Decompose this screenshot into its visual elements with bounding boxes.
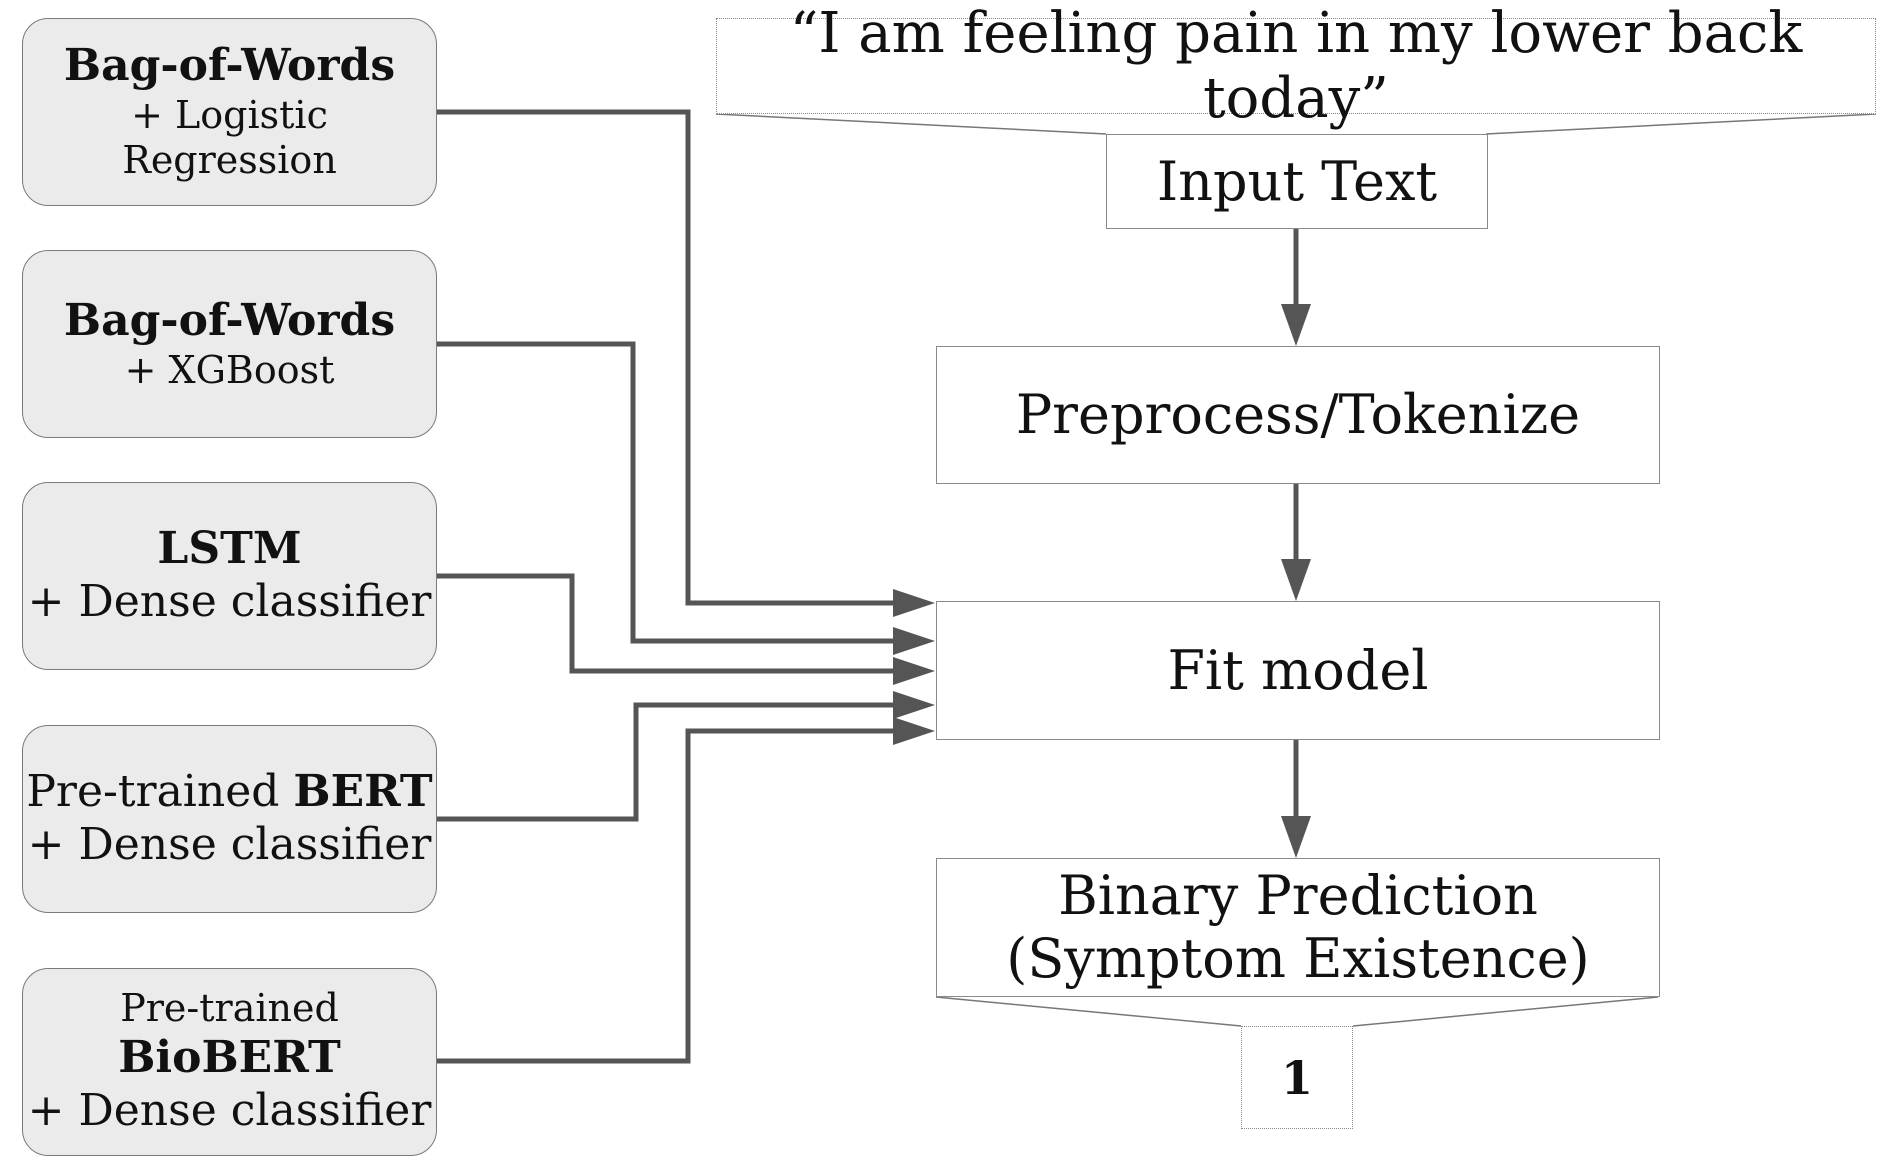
input-example-callout: “I am feeling pain in my lower back toda… <box>716 1 1876 131</box>
prediction-label-line2: (Symptom Existence) <box>1006 926 1590 990</box>
model-lstm-subtitle: + Dense classifier <box>27 576 432 627</box>
model-biobert-prefix: Pre-trained <box>120 986 339 1031</box>
model-lstm: LSTM + Dense classifier <box>22 482 437 670</box>
arrowhead-prediction <box>1281 816 1311 858</box>
model-biobert-subtitle: + Dense classifier <box>27 1084 432 1136</box>
model-bow-xgboost-title: Bag-of-Words <box>63 294 396 346</box>
callout-line-bottom-left <box>935 996 1242 1027</box>
preprocess-label: Preprocess/Tokenize <box>1015 383 1581 447</box>
input-example-text: “I am feeling pain in my lower back toda… <box>789 1 1803 131</box>
model-bow-xgboost-subtitle: + XGBoost <box>124 347 335 392</box>
arrowhead-preprocess <box>1281 304 1311 346</box>
model-biobert: Pre-trained BioBERT + Dense classifier <box>22 968 437 1156</box>
model-bert-title-prefix: Pre-trained <box>26 766 294 818</box>
prediction-box: Binary Prediction (Symptom Existence) <box>936 858 1660 997</box>
callout-line-top-left <box>715 113 1107 135</box>
arrowhead-fit <box>1281 559 1311 601</box>
output-value-callout: 1 <box>1241 1026 1353 1129</box>
callout-line-top-right <box>1485 113 1877 135</box>
arrowhead-lstm <box>893 657 935 685</box>
connector-bert <box>437 702 905 822</box>
model-bert-subtitle: + Dense classifier <box>27 819 432 870</box>
input-text-box: Input Text <box>1106 134 1488 229</box>
model-bow-logreg-subtitle: + Logistic Regression <box>122 92 337 183</box>
fit-model-box: Fit model <box>936 601 1660 740</box>
arrowhead-bert <box>893 691 935 719</box>
arrowhead-bow-xgboost <box>893 627 935 655</box>
fit-model-label: Fit model <box>1167 638 1429 702</box>
model-biobert-title: BioBERT <box>118 1032 341 1083</box>
input-text-label: Input Text <box>1156 149 1438 213</box>
model-bow-logreg-title: Bag-of-Words <box>63 40 396 91</box>
model-bow-logreg: Bag-of-Words + Logistic Regression <box>22 18 437 206</box>
callout-line-bottom-right <box>1352 996 1659 1027</box>
arrowhead-biobert <box>893 717 935 745</box>
connector-biobert <box>437 728 905 1064</box>
model-bow-xgboost: Bag-of-Words + XGBoost <box>22 250 437 438</box>
model-lstm-title: LSTM <box>157 523 302 575</box>
model-bert: Pre-trained BERT + Dense classifier <box>22 725 437 913</box>
connector-lstm <box>437 573 905 674</box>
connector-bow-xgboost <box>437 341 905 644</box>
connector-bow-logreg <box>437 109 905 606</box>
output-value: 1 <box>1280 1050 1313 1105</box>
arrowhead-bow-logreg <box>893 589 935 617</box>
preprocess-box: Preprocess/Tokenize <box>936 346 1660 484</box>
model-bert-title-bold: BERT <box>293 766 433 818</box>
prediction-label-line1: Binary Prediction <box>1058 864 1538 928</box>
model-bert-title: Pre-trained BERT <box>26 766 432 819</box>
